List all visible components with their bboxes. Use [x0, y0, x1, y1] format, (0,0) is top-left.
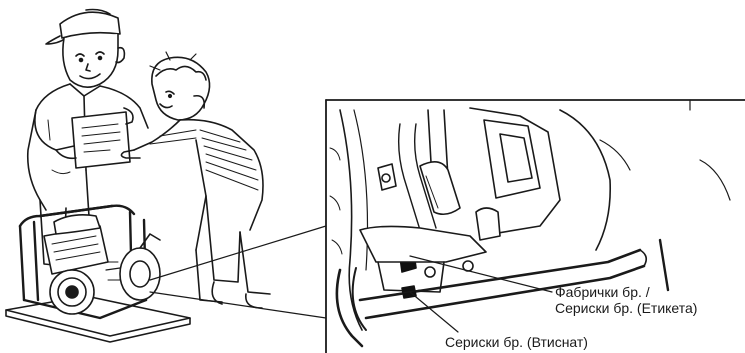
callout-line-serial-label: Сериски бр. (Етикета) — [555, 300, 697, 316]
callout-line-model: Фабрички бр. / — [555, 284, 697, 300]
callout-line-stamped: Сериски бр. (Втиснат) — [445, 334, 588, 350]
model-serial-label-callout: Фабрички бр. / Сериски бр. (Етикета) — [555, 284, 697, 316]
water-pump-unit — [6, 206, 190, 342]
stamped-serial-callout: Сериски бр. (Втиснат) — [445, 334, 588, 350]
